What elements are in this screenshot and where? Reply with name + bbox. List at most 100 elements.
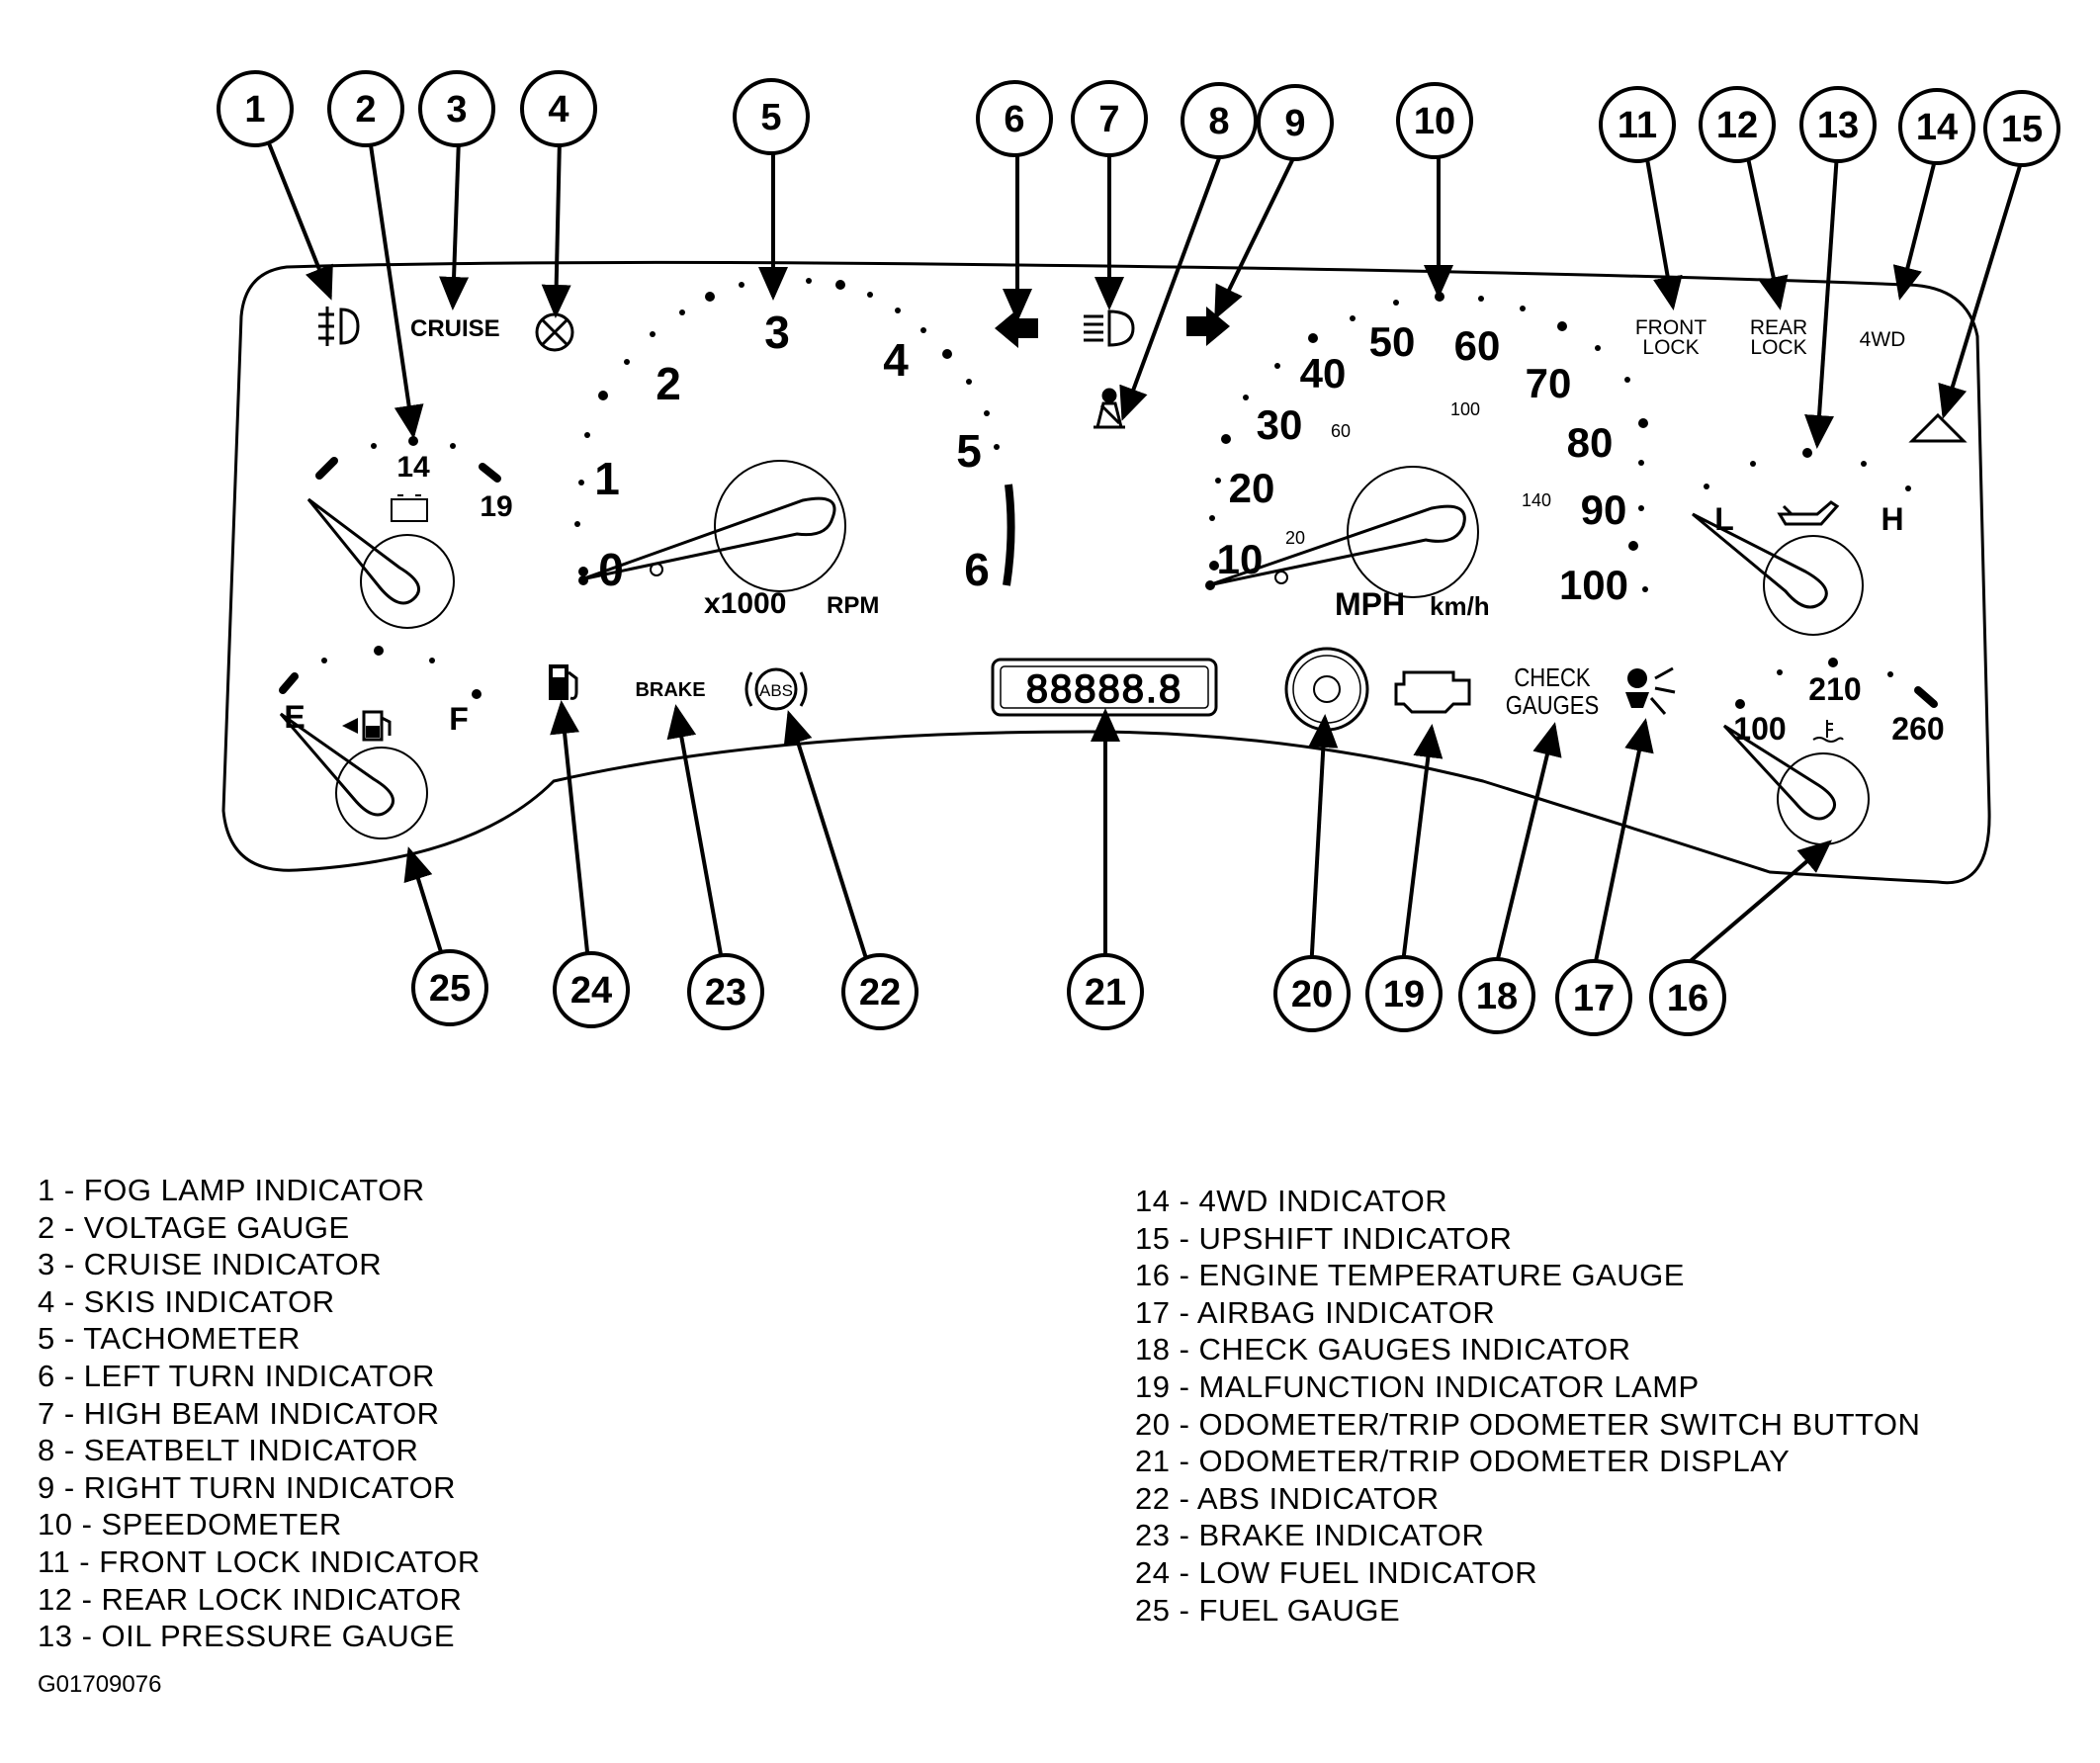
speedometer-tick-dot	[1557, 321, 1567, 331]
svg-text:11: 11	[1618, 105, 1657, 146]
oil-gauge-high: H	[1881, 501, 1903, 537]
fourwd-label: 4WD	[1860, 328, 1906, 351]
svg-text:15: 15	[2001, 109, 2043, 150]
legend-item: 15 - UPSHIFT INDICATOR	[1135, 1220, 1513, 1256]
voltage-tick-14: 14	[396, 451, 430, 484]
coolant-temp-icon	[1812, 720, 1844, 743]
svg-text:7: 7	[1098, 99, 1119, 140]
tachometer-tick-dot	[584, 432, 590, 438]
abs-icon	[744, 667, 808, 711]
tachometer-tick-4: 4	[883, 334, 909, 386]
kmh-tick-20: 20	[1285, 528, 1305, 548]
fuel-pump-icon	[342, 710, 392, 742]
svg-text:13: 13	[1817, 105, 1859, 146]
svg-text:24: 24	[570, 970, 612, 1012]
mph-tick-20: 20	[1229, 465, 1275, 511]
low-fuel-icon	[549, 664, 578, 700]
callout-19: 19	[1365, 955, 1443, 1032]
legend-item: 4 - SKIS INDICATOR	[38, 1283, 335, 1319]
legend-item: 5 - TACHOMETER	[38, 1321, 301, 1357]
fuel-gauge-dot	[472, 689, 481, 699]
trip-button-icon[interactable]	[1284, 647, 1369, 732]
callout-20: 20	[1273, 955, 1351, 1032]
fuel-gauge-dot	[374, 646, 384, 656]
skis-icon	[535, 312, 574, 352]
temp-gauge-dot	[1735, 699, 1745, 709]
svg-text:18: 18	[1476, 976, 1518, 1017]
fuel-gauge-hub	[335, 747, 428, 839]
voltage-gauge-low-mark	[315, 457, 338, 480]
tachometer-tick-dot	[578, 567, 588, 576]
oil-can-icon	[1777, 500, 1840, 526]
mph-tick-80: 80	[1567, 419, 1614, 466]
callout-13: 13	[1799, 86, 1877, 163]
battery-icon	[391, 494, 428, 522]
oil-gauge-low: L	[1714, 501, 1734, 537]
rear-lock-label-line2: LOCK	[1750, 336, 1806, 359]
rear-lock-label-line1: REAR	[1750, 316, 1807, 339]
speedometer-needle-pin	[1274, 571, 1288, 584]
leader-arrows	[265, 137, 2025, 973]
right-turn-arrow-icon	[1186, 307, 1230, 346]
callout-3: 3	[418, 70, 495, 147]
svg-text:6: 6	[1004, 99, 1024, 140]
mph-tick-70: 70	[1526, 360, 1572, 406]
temp-gauge-dot	[1777, 669, 1783, 675]
airbag-icon	[1625, 666, 1676, 715]
svg-text:4: 4	[548, 89, 569, 131]
legend-item: 7 - HIGH BEAM INDICATOR	[38, 1395, 440, 1431]
oil-gauge-dot	[1802, 448, 1812, 458]
legend-item: 9 - RIGHT TURN INDICATOR	[38, 1469, 457, 1505]
tachometer-tick-dot	[772, 276, 778, 282]
speedometer-tick-dot	[1221, 434, 1231, 444]
mph-tick-50: 50	[1369, 318, 1416, 365]
speedometer-tick-dot	[1520, 306, 1526, 311]
odometer-display-value: 88888.8	[1026, 667, 1183, 711]
speedometer-tick-dot	[1209, 515, 1215, 521]
fuel-gauge-dot	[321, 658, 327, 663]
tachometer-unit-rpm: RPM	[827, 592, 879, 619]
legend-item: 16 - ENGINE TEMPERATURE GAUGE	[1135, 1258, 1685, 1293]
tachometer-tick-dot	[942, 349, 952, 359]
cluster-outline	[221, 260, 1991, 885]
tachometer-tick-dot	[578, 480, 584, 485]
speedometer-tick-dot	[1638, 418, 1648, 428]
voltage-gauge-needle	[306, 497, 421, 605]
svg-text:17: 17	[1573, 978, 1615, 1019]
svg-text:20: 20	[1291, 974, 1333, 1015]
callout-4: 4	[520, 70, 597, 147]
voltage-gauge-dot	[408, 436, 418, 446]
legend-item: 8 - SEATBELT INDICATOR	[38, 1433, 419, 1468]
check-gauges-line2: GAUGES	[1506, 691, 1599, 720]
speedometer-tick-dot	[1638, 505, 1644, 511]
legend-item: 10 - SPEEDOMETER	[38, 1507, 342, 1543]
fuel-gauge-empty: E	[284, 699, 305, 735]
callout-21: 21	[1067, 953, 1144, 1030]
tachometer-tick-1: 1	[594, 453, 620, 504]
callout-24: 24	[553, 951, 630, 1028]
legend-item: 1 - FOG LAMP INDICATOR	[38, 1173, 425, 1207]
svg-text:23: 23	[705, 972, 746, 1014]
mph-tick-100: 100	[1559, 562, 1628, 608]
legend-item: 6 - LEFT TURN INDICATOR	[38, 1358, 435, 1393]
callout-10: 10	[1396, 82, 1473, 159]
legend-item: 12 - REAR LOCK INDICATOR	[38, 1581, 463, 1617]
svg-text:12: 12	[1716, 105, 1758, 146]
tachometer-tick-2: 2	[656, 358, 681, 409]
speedometer-tick-dot	[1350, 315, 1356, 321]
tachometer-dots	[574, 276, 1000, 576]
fuel-gauge-low-mark	[279, 672, 299, 694]
tachometer-tick-5: 5	[956, 425, 982, 477]
svg-text:22: 22	[859, 972, 901, 1014]
odometer-display-inner	[1000, 665, 1209, 709]
speedometer-tick-dot	[1209, 561, 1219, 571]
voltage-gauge-high-mark	[479, 463, 501, 483]
tachometer-tick-dot	[739, 282, 744, 288]
oil-gauge-dot	[1861, 461, 1867, 467]
svg-text:2: 2	[355, 89, 376, 131]
front-lock-label-line1: FRONT	[1635, 316, 1706, 339]
callout-8: 8	[1181, 82, 1258, 159]
tachometer-tick-dot	[835, 280, 845, 290]
